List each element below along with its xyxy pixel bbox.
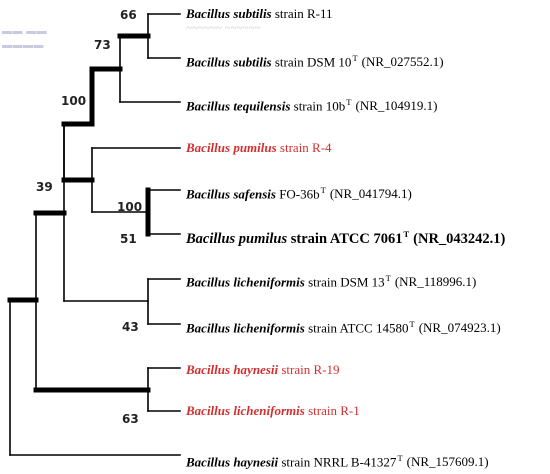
- faint-background-artifact: ▬▬▬▬: [2, 40, 44, 51]
- accession-number: (NR_118996.1): [394, 274, 477, 290]
- taxon-label: Bacillus pumilus strain R-4: [186, 140, 332, 156]
- taxon-label: Bacillus subtilis strain R-11: [186, 6, 333, 22]
- taxon-strain: strain ATCC 14580: [304, 320, 409, 336]
- accession-number: (NR_074923.1): [418, 320, 501, 336]
- faint-background-artifact: ~~~~~~ ~~~~~~: [186, 22, 261, 34]
- bootstrap-value: 51: [120, 232, 137, 246]
- accession-number: (NR_043242.1): [413, 230, 506, 247]
- type-strain-mark: T: [320, 185, 326, 195]
- bootstrap-value: 73: [94, 38, 111, 52]
- taxon-genus: Bacillus licheniformis: [186, 403, 305, 418]
- bootstrap-value: 100: [61, 94, 87, 108]
- taxon-genus: Bacillus safensis: [186, 186, 276, 202]
- taxon-label: Bacillus subtilis strain DSM 10T(NR_0275…: [186, 50, 444, 70]
- accession-number: (NR_104919.1): [355, 98, 438, 114]
- taxon-strain: strain R-1: [304, 403, 360, 418]
- taxon-strain: strain NRRL B-41327: [278, 454, 397, 470]
- taxon-label: Bacillus pumilus strain ATCC 7061T(NR_04…: [186, 226, 505, 247]
- taxon-strain: FO-36b: [275, 186, 320, 202]
- taxon-label: Bacillus licheniformis strain DSM 13T(NR…: [186, 270, 476, 290]
- type-strain-mark: T: [403, 229, 410, 239]
- faint-background-artifact: ▬▬ ▬▬: [2, 26, 48, 37]
- taxon-strain: strain ATCC 7061: [287, 230, 403, 247]
- bootstrap-value: 100: [117, 200, 143, 214]
- taxon-genus: Bacillus subtilis: [186, 6, 272, 21]
- taxon-label: Bacillus haynesii strain R-19: [186, 362, 340, 378]
- accession-number: (NR_041794.1): [329, 186, 412, 202]
- taxon-genus: Bacillus tequilensis: [186, 98, 291, 114]
- bootstrap-value: 43: [122, 320, 139, 334]
- accession-number: (NR_027552.1): [361, 54, 444, 70]
- taxon-genus: Bacillus pumilus: [186, 140, 277, 155]
- taxon-genus: Bacillus licheniformis: [186, 274, 305, 290]
- taxon-label: Bacillus haynesii strain NRRL B-41327T(N…: [186, 450, 489, 470]
- taxon-label: Bacillus tequilensis strain 10bT(NR_1049…: [186, 94, 437, 114]
- taxon-strain: strain R-4: [276, 140, 332, 155]
- type-strain-mark: T: [397, 453, 403, 463]
- taxon-genus: Bacillus haynesii: [186, 454, 279, 470]
- taxon-strain: strain R-11: [271, 6, 333, 21]
- bootstrap-value: 66: [120, 8, 137, 22]
- taxon-label: Bacillus licheniformis strain ATCC 14580…: [186, 316, 501, 336]
- taxon-label: Bacillus safensis FO-36bT(NR_041794.1): [186, 182, 412, 202]
- bootstrap-value: 39: [36, 180, 53, 194]
- taxon-strain: strain DSM 10: [271, 54, 352, 70]
- taxon-genus: Bacillus haynesii: [186, 362, 279, 377]
- taxon-genus: Bacillus licheniformis: [186, 320, 305, 336]
- taxon-label: Bacillus licheniformis strain R-1: [186, 403, 360, 419]
- type-strain-mark: T: [409, 319, 415, 329]
- taxon-genus: Bacillus subtilis: [186, 54, 272, 70]
- taxon-strain: strain 10b: [290, 98, 346, 114]
- taxon-strain: strain R-19: [278, 362, 340, 377]
- type-strain-mark: T: [346, 97, 352, 107]
- taxon-genus: Bacillus pumilus: [186, 230, 288, 247]
- type-strain-mark: T: [385, 273, 391, 283]
- bootstrap-value: 63: [122, 412, 139, 426]
- type-strain-mark: T: [352, 53, 358, 63]
- accession-number: (NR_157609.1): [406, 454, 489, 470]
- taxon-strain: strain DSM 13: [304, 274, 385, 290]
